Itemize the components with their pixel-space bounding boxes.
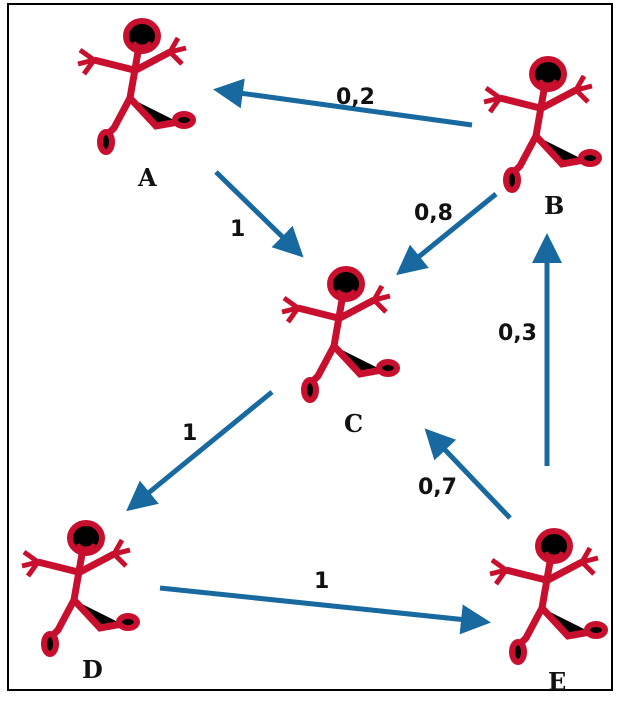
edge-e-to-b-weight: 0,3 [498,321,537,346]
edge-c-to-d-weight: 1 [182,421,197,446]
node-b-label: B [544,191,564,220]
edge-b-to-a: 0,2 [213,78,473,128]
edge-a-to-c-weight: 1 [230,217,245,242]
edges-layer: 0,2 1 0,8 0,3 0,7 1 [126,78,562,635]
edge-e-to-c-arrow [424,428,512,520]
edge-b-to-c-arrow [396,192,498,276]
edge-c-to-d: 1 [126,390,274,512]
edge-e-to-c-weight: 0,7 [418,475,457,500]
node-c-label: C [344,409,363,438]
node-b: B [484,59,599,220]
stick-figure-b-icon [484,59,599,190]
edge-e-to-b: 0,3 [498,233,562,466]
node-e: E [490,531,605,696]
node-a: A [78,21,193,192]
nodes-layer: A B C D E [22,21,605,696]
edge-e-to-c: 0,7 [418,428,512,520]
edge-a-to-c: 1 [214,170,304,258]
edge-a-to-c-arrow [214,170,304,258]
edge-d-to-e-weight: 1 [314,569,329,594]
node-e-label: E [548,667,566,696]
stick-figure-e-icon [490,531,605,662]
diagram-frame [7,3,613,691]
edge-b-to-a-arrow [213,78,473,128]
edge-d-to-e-arrow [159,585,491,635]
node-a-label: A [137,163,157,192]
edge-b-to-c: 0,8 [396,192,498,276]
node-c: C [282,269,397,438]
node-d-label: D [82,655,103,684]
stick-figure-a-icon [78,21,193,152]
stick-figure-d-icon [22,523,137,654]
edge-b-to-c-weight: 0,8 [414,201,453,226]
edge-b-to-a-weight: 0,2 [336,85,375,110]
edge-c-to-d-arrow [126,390,274,512]
stick-figure-c-icon [282,269,397,400]
node-d: D [22,523,137,684]
edge-d-to-e: 1 [159,569,491,635]
